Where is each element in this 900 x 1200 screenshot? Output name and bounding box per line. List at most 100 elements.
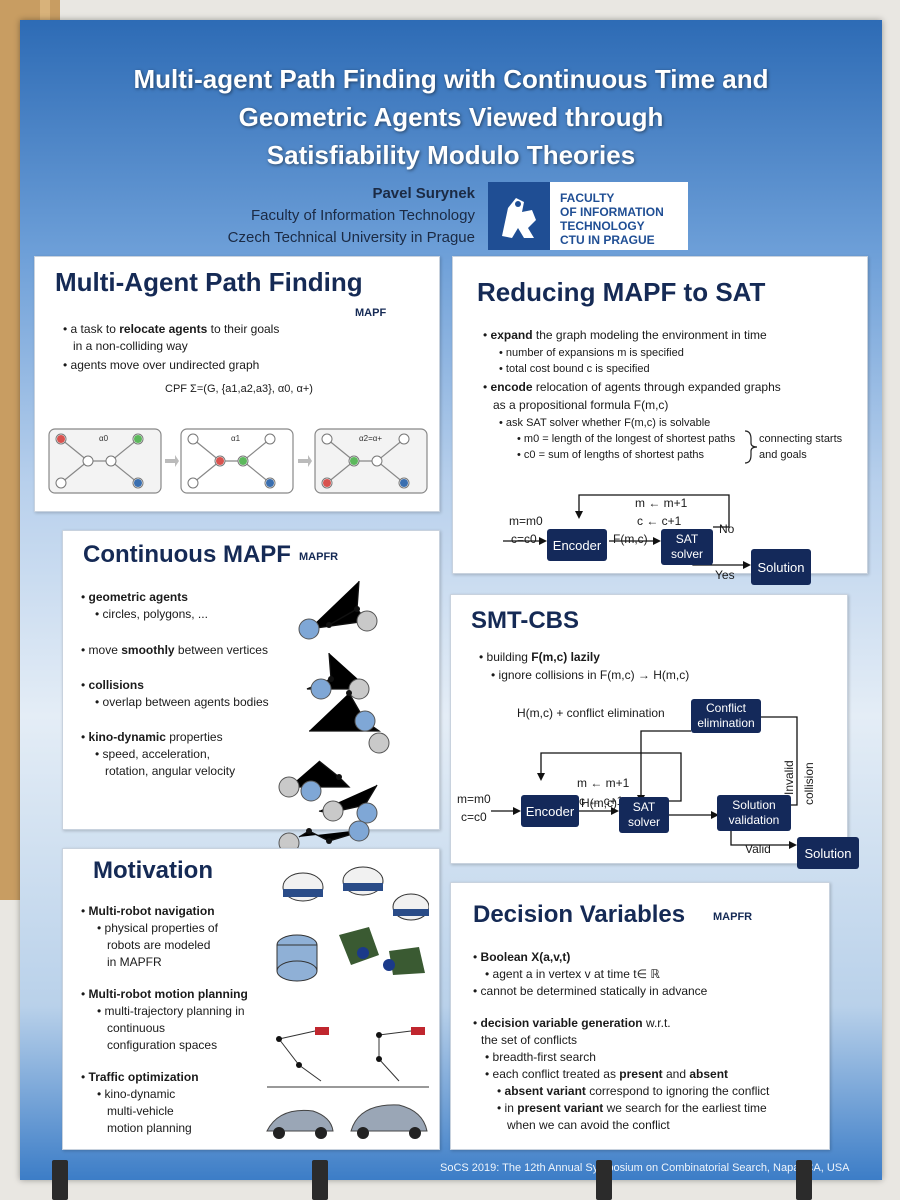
motivation-sub-vehicle: multi-vehicle [107,1104,174,1118]
smt-solution-box: Solution [797,837,859,869]
smt-m-init: m=m0 [457,792,491,806]
affiliation-faculty: Faculty of Information Technology [250,207,475,224]
smt-hmc-label: H(m,c) + conflict elimination [517,706,665,720]
valid-label: Valid [745,842,771,856]
robots-illustration [266,866,429,1139]
smt-hmc-arrow-label: H(m,c) [581,796,617,810]
smt-bullet-lazy: • building F(m,c) lazily [479,650,600,664]
smt-encoder-box: Encoder [521,795,579,827]
continuous-sub-overlap: • overlap between agents bodies [95,695,269,709]
continuous-bullet-collisions: • collisions [81,678,144,692]
poster: Multi-agent Path Finding with Continuous… [20,20,882,1180]
motivation-sub-planning: motion planning [107,1121,192,1135]
continuous-bullet-kinodynamic: • kino-dynamic properties [81,730,223,744]
brace-icon [744,430,758,464]
motivation-sub-mapfr: in MAPFR [107,955,162,969]
sat-c-update: c ← c+1 [637,514,682,528]
sat-no-label: No [719,522,735,536]
decision-sub-present-variant: • in present variant we search for the e… [497,1101,767,1115]
mapf-title: Multi-Agent Path Finding [55,267,363,297]
decision-sub-avoid: when we can avoid the conflict [507,1118,670,1132]
smt-c-init: c=c0 [461,810,487,824]
svg-text:α2=α+: α2=α+ [359,434,382,443]
hanger-clip [312,1160,328,1200]
motivation-sub-continuous: continuous [107,1021,166,1035]
svg-text:α1: α1 [231,434,241,443]
mapf-bullet-2: • agents move over undirected graph [63,358,260,372]
hanger-clip [596,1160,612,1200]
brace-label-1: connecting starts [759,433,843,445]
smt-flow-arrows [491,716,798,849]
smt-m-update: m ← m+1 [577,776,630,790]
poster-title: Multi-agent Path Finding with Continuous… [133,64,769,170]
panel-motivation: Motivation • Multi-robot navigation • ph… [62,848,440,1150]
continuous-sub-rotation: rotation, angular velocity [105,764,236,778]
author-name: Pavel Surynek [372,185,475,202]
poster-footer: SoCS 2019: The 12th Annual Symposium on … [440,1162,850,1174]
motivation-title: Motivation [93,857,213,884]
smt-title: SMT-CBS [471,607,579,634]
sat-yes-label: Yes [715,568,735,582]
panel-decision-variables: Decision Variables MAPFR • Boolean X(a,v… [450,882,830,1150]
hanger-clip [52,1160,68,1200]
svg-text:α0: α0 [99,434,109,443]
smt-c-update: c ← c+1 [579,794,624,808]
author-block: Pavel Surynek Faculty of Information Tec… [150,183,475,249]
decision-sub-present-absent: • each conflict treated as present and a… [485,1067,729,1081]
brace-label-2: and goals [759,449,807,461]
ctu-fit-logo: FACULTY OF INFORMATION TECHNOLOGY CTU IN… [488,182,688,250]
mapf-bullet-1-cont: in a non-colliding way [73,339,188,353]
panel-mapf: Multi-Agent Path Finding MAPF • a task t… [34,256,440,512]
sat-m-init: m=m0 [509,514,543,528]
sat-m-update: m ← m+1 [635,496,688,510]
continuous-sub-circles: • circles, polygons, ... [95,607,208,621]
sat-bullet-expand: • expand the graph modeling the environm… [483,328,767,342]
decision-bullet-boolean: • Boolean X(a,v,t) [473,950,571,964]
mapf-formula: CPF Σ=(G, {a1,a2,a3}, α0, α+) [165,383,313,395]
motivation-sub-physical: • physical properties of [97,921,218,935]
decision-bullet-generation: • decision variable generation w.r.t. [473,1016,671,1030]
sat-fmc-label: F(m,c) [613,532,648,546]
sat-solution-box: Solution [751,549,811,585]
panel-continuous-mapf: Continuous MAPF MAPFR • geometric agents… [62,530,440,854]
decision-sub-agent: • agent a in vertex v at time t∈ ℝ [485,967,660,981]
panel-smt-cbs: SMT-CBS • building F(m,c) lazily • ignor… [450,594,859,869]
sat-sub-cost: • total cost bound c is specified [499,363,650,375]
affiliation-university: Czech Technical University in Prague [227,229,475,246]
mapf-graph-sequence: α0 α1 α2=α+ [48,428,428,494]
decision-bullet-static: • cannot be determined statically in adv… [473,984,708,998]
continuous-title: Continuous MAPF [83,541,291,568]
decision-title: Decision Variables [473,901,686,928]
motivation-sub-multi: • multi-trajectory planning in [97,1004,245,1018]
sat-encoder-box: Encoder [547,529,607,561]
sat-title: Reducing MAPF to SAT [477,277,766,307]
smt-sub-ignore: • ignore collisions in F(m,c) → H(m,c) [491,668,690,682]
continuous-agents-diagram [278,581,390,854]
continuous-bullet-smoothly: • move smoothly between vertices [81,643,268,657]
sat-formula-line: as a propositional formula F(m,c) [493,398,669,412]
motivation-sub-kino: • kino-dynamic [97,1087,176,1101]
motivation-sub-configuration: configuration spaces [107,1038,218,1052]
mapf-tag: MAPF [355,307,387,319]
continuous-bullet-geometric: • geometric agents [81,590,188,604]
motivation-sub-modeled: robots are modeled [107,938,211,952]
decision-conflicts-line: the set of conflicts [481,1033,578,1047]
decision-sub-absent-variant: • absent variant correspond to ignoring … [497,1084,770,1098]
sat-sub-c0: • c0 = sum of lengths of shortest paths [517,449,704,461]
mapf-bullet-1: • a task to relocate agents to their goa… [63,322,280,336]
decision-tag: MAPFR [713,911,753,923]
decision-sub-bfs: • breadth-first search [485,1050,596,1064]
hanger-clip [796,1160,812,1200]
motivation-bullet-navigation: • Multi-robot navigation [81,904,215,918]
motivation-bullet-motion: • Multi-robot motion planning [81,987,248,1001]
sat-sub-m0: • m0 = length of the longest of shortest… [517,433,736,445]
motivation-bullet-traffic: • Traffic optimization [81,1070,199,1084]
sat-flow-arrows [503,494,751,569]
panel-mapf-to-sat: Reducing MAPF to SAT • expand the graph … [452,256,868,585]
sat-sub-solver: • ask SAT solver whether F(m,c) is solva… [499,417,711,429]
lion-crest-icon [488,182,550,250]
